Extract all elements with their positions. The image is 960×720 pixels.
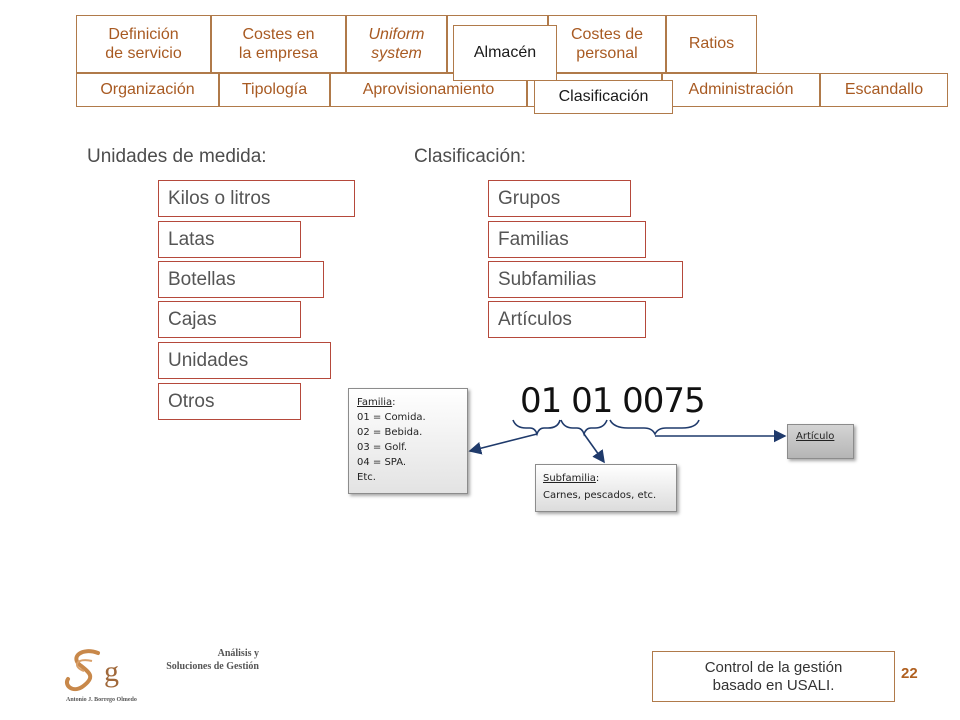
tab-label: Costes en la empresa	[238, 25, 319, 62]
class-label: Familias	[498, 228, 569, 250]
tab-almacen[interactable]: Almacén	[453, 25, 557, 81]
tab-label: Escandallo	[844, 81, 924, 99]
svg-text:g: g	[104, 655, 119, 688]
tab-label: Ratios	[688, 35, 735, 53]
unit-label: Unidades	[168, 349, 249, 371]
logo-line2: Soluciones de Gestión	[166, 660, 259, 672]
tab-ratios[interactable]: Ratios	[666, 15, 757, 73]
unit-unidades: Unidades	[158, 342, 331, 379]
tab-uniform-system[interactable]: Uniform system	[346, 15, 447, 73]
tab-label: Uniform system	[368, 25, 425, 62]
subfamily-arrow	[583, 433, 605, 464]
class-label: Artículos	[498, 308, 572, 330]
unit-cajas: Cajas	[158, 301, 301, 338]
article-note-title: Artículo	[796, 431, 835, 442]
logo-author: Antonio J. Borrego Olmedo	[66, 697, 137, 703]
tab-label: Costes de personal	[570, 25, 644, 62]
unit-label: Cajas	[168, 308, 217, 330]
tab-definicion-servicio[interactable]: Definición de servicio	[76, 15, 211, 73]
family-note-line: Etc.	[357, 472, 376, 483]
tab-label: Administración	[688, 81, 794, 99]
article-code: 01 01 0075	[520, 381, 706, 421]
unit-label: Botellas	[168, 268, 236, 290]
family-note-line: 03 = Golf.	[357, 442, 408, 453]
class-grupos: Grupos	[488, 180, 631, 217]
family-brace	[512, 419, 561, 437]
logo-line1: Análisis y	[217, 648, 259, 659]
unit-botellas: Botellas	[158, 261, 324, 298]
tab-label: Organización	[100, 81, 195, 99]
subfamily-note: Subfamilia: Carnes, pescados, etc.	[535, 464, 677, 512]
class-articulos: Artículos	[488, 301, 646, 338]
family-note-title: Familia:	[357, 397, 396, 408]
tab-administracion[interactable]: Administración	[662, 73, 820, 107]
tab-label: Definición de servicio	[105, 25, 182, 62]
tab-costes-empresa[interactable]: Costes en la empresa	[211, 15, 346, 73]
class-subfamilias: Subfamilias	[488, 261, 683, 298]
footer-control-box: Control de la gestión basado en USALI.	[652, 651, 895, 702]
unit-otros: Otros	[158, 383, 301, 420]
family-note: Familia: 01 = Comida. 02 = Bebida. 03 = …	[348, 388, 468, 494]
unit-label: Otros	[168, 390, 215, 412]
company-logo: g	[65, 649, 119, 692]
class-familias: Familias	[488, 221, 646, 258]
tab-label: Aprovisionamiento	[362, 81, 495, 99]
unit-latas: Latas	[158, 221, 301, 258]
family-note-line: 02 = Bebida.	[357, 427, 423, 438]
logo-text: Análisis y Soluciones de Gestión	[147, 648, 259, 673]
classification-heading: Clasificación:	[414, 146, 526, 167]
class-label: Grupos	[498, 187, 561, 209]
unit-kilos-litros: Kilos o litros	[158, 180, 355, 217]
unit-label: Latas	[168, 228, 215, 250]
family-note-line: 01 = Comida.	[357, 412, 426, 423]
tab-label: Almacén	[473, 44, 537, 62]
page-number: 22	[901, 665, 918, 682]
tab-costes-personal[interactable]: Costes de personal	[548, 15, 666, 73]
article-note: Artículo	[787, 424, 854, 459]
subfamily-note-title: Subfamilia:	[543, 473, 600, 484]
tab-organizacion[interactable]: Organización	[76, 73, 219, 107]
tab-label: Tipología	[241, 81, 308, 99]
article-brace	[609, 419, 700, 436]
subfamily-note-text: Carnes, pescados, etc.	[543, 490, 657, 501]
family-note-line: 04 = SPA.	[357, 457, 407, 468]
tab-escandallo[interactable]: Escandallo	[820, 73, 948, 107]
family-arrow	[468, 433, 538, 455]
tab-label: Clasificación	[558, 88, 649, 106]
tab-tipologia[interactable]: Tipología	[219, 73, 330, 107]
unit-label: Kilos o litros	[168, 187, 271, 209]
units-heading: Unidades de medida:	[87, 146, 267, 167]
class-label: Subfamilias	[498, 268, 597, 290]
footer-control-text: Control de la gestión basado en USALI.	[704, 658, 843, 694]
subfamily-brace	[560, 419, 608, 437]
tab-clasificacion[interactable]: Clasificación	[534, 80, 673, 114]
